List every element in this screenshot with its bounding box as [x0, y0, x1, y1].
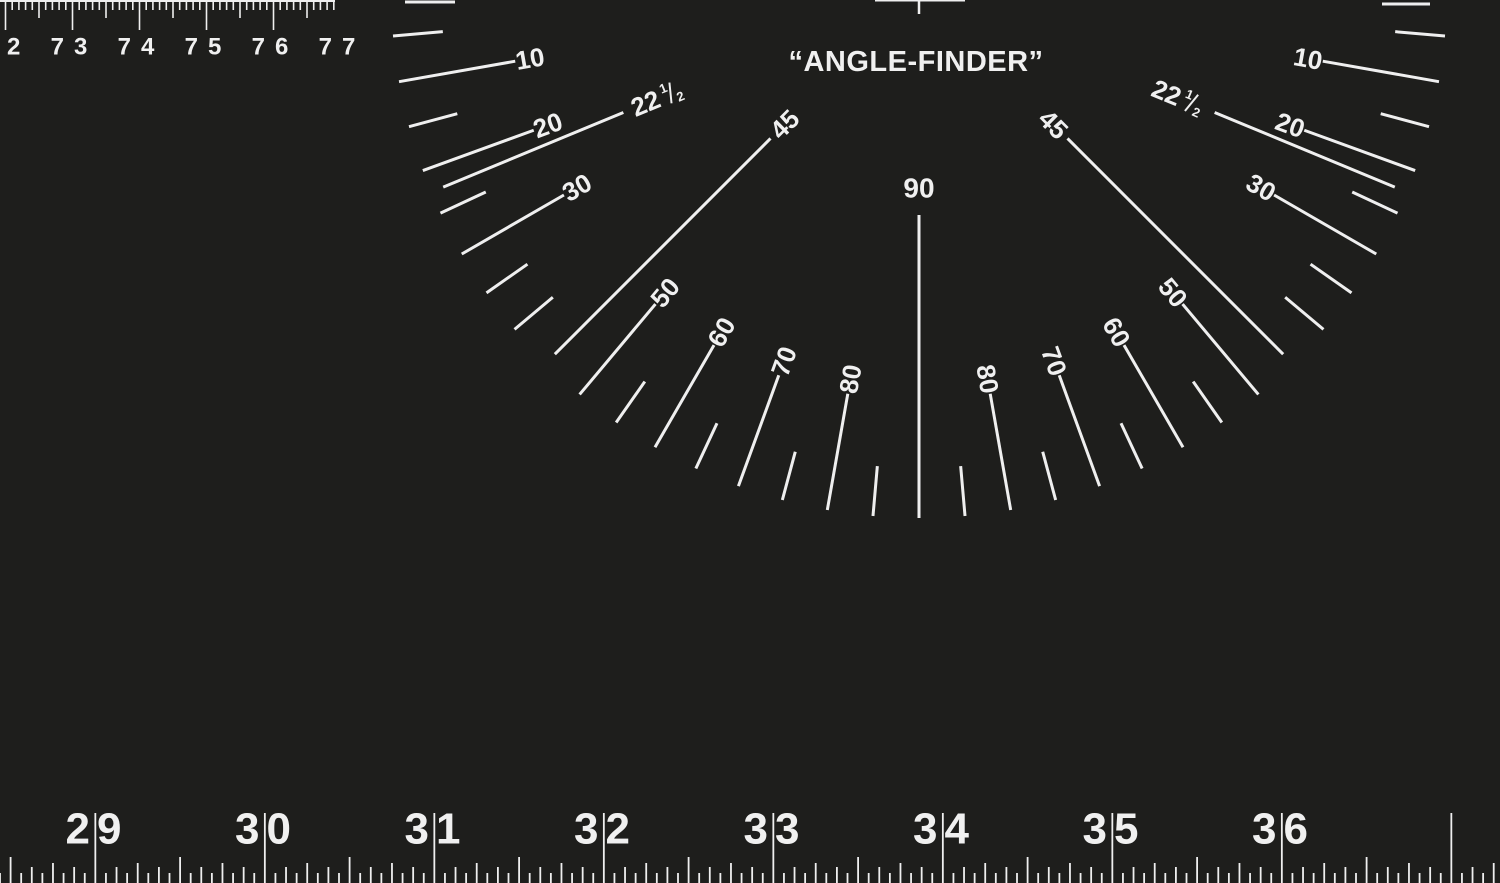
protractor-label-left-10: 10: [513, 41, 547, 76]
bottom-ruler-label-tens: 3: [913, 805, 937, 854]
top-ruler-label-digit: 3: [74, 34, 87, 61]
fraction-slash: [1184, 94, 1199, 112]
bottom-ruler-label-tens: 2: [66, 805, 90, 854]
top-ruler-label-digit: 7: [342, 34, 355, 61]
protractor-label-right-10: 10: [1291, 41, 1325, 76]
fraction-denominator: 2: [674, 88, 686, 105]
bottom-ruler-label-ones: 5: [1114, 805, 1138, 854]
bottom-ruler-label-tens: 3: [744, 805, 768, 854]
bottom-ruler-label-ones: 9: [97, 805, 121, 854]
protractor-tick-5-left: [392, 30, 443, 38]
protractor-label-right-50: 50: [1152, 272, 1194, 313]
protractor-line-22-5-right: [1214, 111, 1396, 189]
protractor-tick-55-right: [1191, 380, 1224, 424]
protractor-line-20-left: [422, 128, 535, 172]
protractor-line-80-left: [825, 393, 850, 511]
protractor-tick-40-left: [513, 296, 554, 331]
protractor-tick-40-right: [1284, 296, 1325, 331]
top-ruler-label-prefix: 7: [319, 34, 332, 61]
protractor-line-22-5-left: [442, 111, 624, 189]
protractor-line-10-right: [1322, 59, 1440, 84]
protractor-label-right-30: 30: [1241, 167, 1281, 207]
bottom-ruler-label-ones: 6: [1284, 805, 1308, 854]
protractor-tick-25-left: [439, 190, 487, 215]
bottom-ruler-label-ones: 0: [267, 805, 291, 854]
protractor-line-60-right: [1122, 344, 1185, 449]
fraction-denominator: 2: [1190, 104, 1202, 121]
bottom-ruler-label-tens: 3: [235, 805, 259, 854]
top-ruler-label-prefix: 7: [118, 34, 131, 61]
protractor-tick-15-right: [1380, 112, 1430, 129]
fraction-slash: [668, 82, 673, 104]
protractor-tick-85-left: [871, 466, 879, 517]
bottom-ruler-label-ones: 3: [775, 805, 799, 854]
bottom-ruler-label-ones: 1: [436, 805, 460, 854]
protractor-label-left-50: 50: [644, 272, 686, 313]
protractor-line-60-left: [653, 344, 716, 449]
protractor-tick-75-right: [1041, 451, 1058, 501]
protractor-label-90: 90: [903, 173, 934, 204]
protractor-tick-5-right: [1395, 30, 1446, 38]
top-ruler-label-prefix: 7: [252, 34, 265, 61]
protractor-tick-65-left: [694, 422, 719, 470]
protractor-line-45-right: [1066, 137, 1285, 356]
bottom-ruler-label-tens: 3: [405, 805, 429, 854]
bottom-ruler-label-tens: 3: [574, 805, 598, 854]
protractor-line-45-left: [553, 137, 772, 356]
top-ruler-label-prefix: 7: [51, 34, 64, 61]
protractor-label-left-30: 30: [557, 167, 597, 207]
protractor-tick-35-left: [485, 262, 529, 295]
protractor-tick-85-right: [959, 466, 967, 517]
protractor-tick-15-left: [408, 112, 458, 129]
protractor-tick-75-left: [780, 451, 797, 501]
bottom-ruler-label-tens: 3: [1252, 805, 1276, 854]
protractor-tick-25-right: [1351, 190, 1399, 215]
top-ruler-label-digit: 2: [7, 34, 20, 61]
protractor-label-right-60: 60: [1096, 312, 1136, 352]
protractor-line-30-left: [460, 193, 565, 256]
top-ruler-label-digit: 4: [141, 34, 155, 61]
bottom-ruler-label-ones: 4: [945, 805, 970, 854]
bottom-ruler-label-tens: 3: [1083, 805, 1107, 854]
top-ruler-label-digit: 5: [208, 34, 221, 61]
top-ruler-label-prefix: 7: [185, 34, 198, 61]
protractor-line-30-right: [1273, 193, 1378, 256]
protractor-label-right-70: 70: [1035, 342, 1073, 379]
top-ruler: 727374757677: [0, 0, 355, 61]
fraction-numerator: 1: [657, 80, 669, 97]
protractor-label-left-70: 70: [765, 342, 803, 379]
protractor-label-left-60: 60: [701, 312, 741, 352]
protractor-tick-65-right: [1119, 422, 1144, 470]
protractor-line-70-right: [1057, 374, 1101, 487]
top-ruler-label-digit: 6: [275, 34, 288, 61]
bottom-ruler-label-ones: 2: [606, 805, 630, 854]
protractor-line-20-right: [1303, 128, 1416, 172]
protractor-line-70-left: [737, 374, 781, 487]
protractor-line-50-right: [1181, 303, 1260, 396]
protractor-label-left-80: 80: [833, 362, 868, 396]
protractor-label-right-80: 80: [970, 362, 1005, 396]
protractor-tick-55-left: [614, 380, 647, 424]
protractor-line-50-left: [578, 303, 657, 396]
protractor-tick-35-right: [1309, 262, 1353, 295]
fraction-whole: 22: [1147, 73, 1185, 112]
angle-finder-title: “ANGLE-FINDER”: [788, 46, 1044, 78]
protractor-line-80-right: [988, 393, 1013, 511]
protractor-line-10-left: [398, 59, 516, 84]
